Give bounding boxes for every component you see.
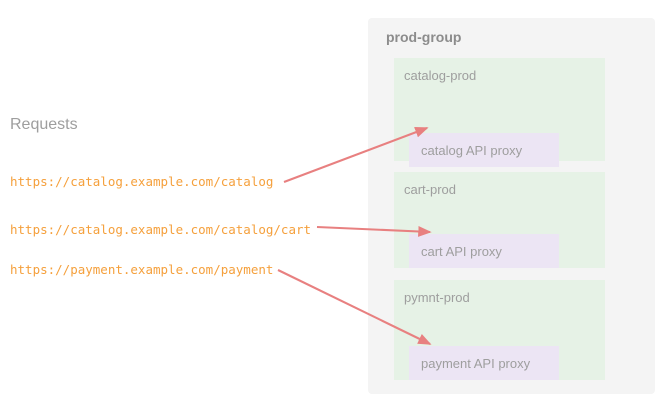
requests-title: Requests	[10, 116, 78, 133]
prod-group-panel: prod-group catalog-prod catalog API prox…	[368, 18, 655, 394]
proxy-label-cart: cart API proxy	[421, 243, 502, 259]
request-url-payment: https://payment.example.com/payment	[10, 262, 274, 277]
proxy-box-payment[interactable]: payment API proxy	[409, 346, 559, 380]
proxy-label-payment: payment API proxy	[421, 355, 531, 371]
request-url-catalog-cart: https://catalog.example.com/catalog/cart	[10, 222, 312, 237]
proxy-box-cart[interactable]: cart API proxy	[409, 234, 559, 268]
proxy-label-catalog: catalog API proxy	[421, 142, 523, 158]
environment-label-pymnt-prod: pymnt-prod	[404, 290, 470, 305]
environment-label-catalog-prod: catalog-prod	[404, 68, 477, 83]
prod-group-title: prod-group	[386, 29, 462, 45]
environment-label-cart-prod: cart-prod	[404, 182, 457, 197]
requests-section: Requests https://catalog.example.com/cat…	[10, 116, 312, 277]
request-url-catalog: https://catalog.example.com/catalog	[10, 174, 274, 189]
proxy-box-catalog[interactable]: catalog API proxy	[409, 133, 559, 167]
